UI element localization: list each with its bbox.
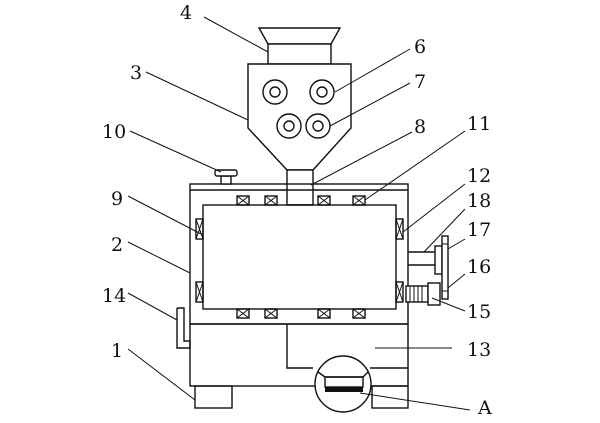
roller-upper-right: [309, 79, 335, 105]
label-11: 11: [467, 113, 491, 135]
roller-lower-left: [276, 113, 302, 139]
detail-circle-a: [314, 355, 372, 413]
vent-valve: [214, 169, 238, 185]
label-7: 7: [414, 71, 426, 93]
discharge-chute: [176, 307, 191, 349]
label-4: 4: [180, 2, 192, 24]
leader-lines: [127, 16, 471, 411]
feed-pipe: [286, 169, 314, 206]
label-14: 14: [102, 285, 126, 307]
label-a: A: [477, 397, 492, 419]
label-15: 15: [467, 301, 491, 323]
roller-housing: [247, 63, 352, 171]
label-8: 8: [414, 116, 426, 138]
label-9: 9: [111, 188, 123, 210]
label-16: 16: [467, 256, 491, 278]
side-bearing-blocks: [195, 218, 404, 303]
lower-cabinet: [189, 323, 409, 409]
inner-drum: [202, 204, 397, 310]
label-6: 6: [414, 36, 426, 58]
label-3: 3: [130, 62, 142, 84]
drive-assembly: [405, 235, 449, 306]
label-12: 12: [467, 165, 491, 187]
top-bearing-blocks: [236, 195, 366, 206]
label-10: 10: [102, 121, 126, 143]
label-17: 17: [467, 219, 491, 241]
hopper: [257, 27, 342, 65]
part-labels: 4 3 10 9 2 14 1 6 7 8 11 12 18 17 16 15 …: [102, 2, 492, 419]
label-1: 1: [111, 340, 123, 362]
label-2: 2: [111, 234, 123, 256]
bottom-bearing-blocks: [236, 308, 366, 319]
roller-upper-left: [262, 79, 288, 105]
label-18: 18: [467, 190, 491, 212]
label-13: 13: [467, 339, 491, 361]
